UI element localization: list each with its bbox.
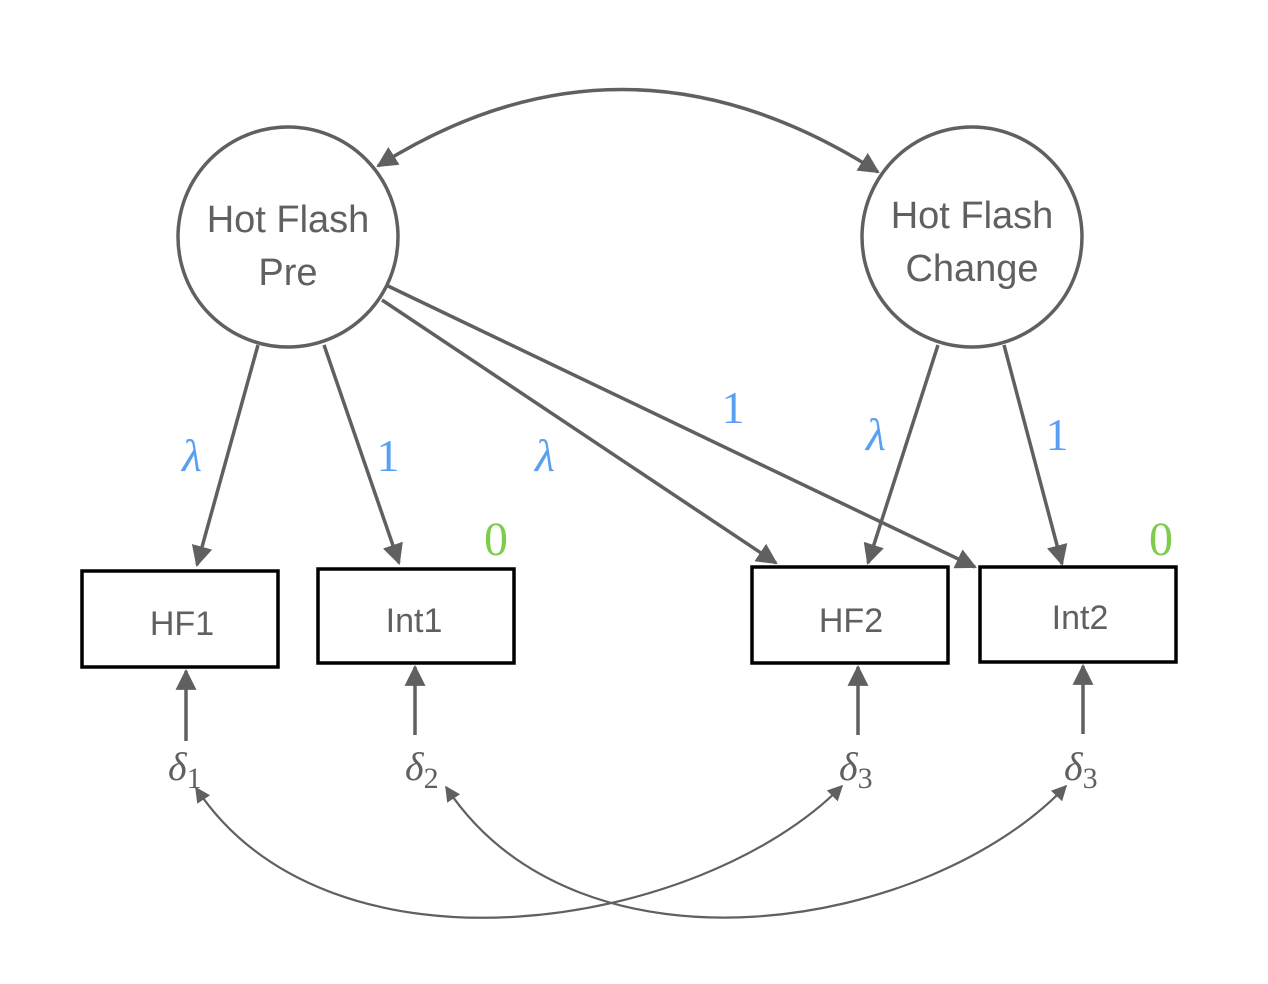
error-symbol: δ xyxy=(1064,744,1084,789)
loading-arrow-hfpre-int1 xyxy=(322,344,403,565)
loading-arrow-hfchange-int2 xyxy=(1002,344,1068,567)
loading-arrow-hfpre-hf1 xyxy=(191,344,260,568)
observed-label: HF1 xyxy=(150,605,214,643)
observed-label: HF2 xyxy=(819,602,883,640)
loading-arrow-hfpre-int2 xyxy=(387,284,977,569)
error-subscript: 3 xyxy=(858,762,873,795)
latent-label-line1: Hot Flash xyxy=(207,199,370,241)
observed-box xyxy=(316,567,516,665)
observed-hf1: HF1 xyxy=(80,569,280,669)
intercept-label-int2: 0 xyxy=(1149,513,1173,566)
error-label-delta1: δ1 xyxy=(168,744,202,795)
intercept-label-int1: 0 xyxy=(484,513,508,566)
error-subscript: 2 xyxy=(424,762,439,795)
observed-hf2: HF2 xyxy=(750,565,950,665)
loading-label-hfpre-int2: 1 xyxy=(722,382,745,433)
loading-label-hfchange-hf2: λ xyxy=(864,409,886,460)
error-covariance-delta1-delta3 xyxy=(195,784,844,919)
error-covariance-delta2-delta3 xyxy=(445,784,1068,919)
latent-circle xyxy=(860,125,1084,349)
error-label-delta3-int2: δ3 xyxy=(1064,744,1098,795)
error-label-delta3-hf2: δ3 xyxy=(839,744,873,795)
loading-label-hfpre-hf2: λ xyxy=(533,430,555,481)
error-subscript: 3 xyxy=(1083,762,1098,795)
latent-covariance-arrow xyxy=(376,87,880,174)
observed-box xyxy=(80,569,280,669)
latent-label-line2: Change xyxy=(905,248,1038,290)
error-subscript: 1 xyxy=(187,762,202,795)
observed-label: Int1 xyxy=(386,602,443,640)
latent-hot-flash-change: Hot Flash Change xyxy=(860,125,1084,349)
loading-arrow-hfpre-hf2 xyxy=(381,298,778,565)
loading-label-hf1: λ xyxy=(180,430,202,481)
latent-circle xyxy=(176,125,400,349)
loading-label-int1: 1 xyxy=(377,430,400,481)
error-symbol: δ xyxy=(839,744,859,789)
latent-hot-flash-pre: Hot Flash Pre xyxy=(176,125,400,349)
error-symbol: δ xyxy=(405,744,425,789)
loading-arrow-hfchange-hf2 xyxy=(863,344,940,565)
observed-int1: Int1 xyxy=(316,567,516,665)
latent-label-line2: Pre xyxy=(258,252,317,294)
observed-label: Int2 xyxy=(1052,599,1109,637)
error-label-delta2: δ2 xyxy=(405,744,439,795)
error-symbol: δ xyxy=(168,744,188,789)
loading-label-hfchange-int2: 1 xyxy=(1046,409,1069,460)
observed-box xyxy=(978,565,1178,664)
observed-box xyxy=(750,565,950,665)
latent-label-line1: Hot Flash xyxy=(891,195,1054,237)
observed-int2: Int2 xyxy=(978,565,1178,664)
